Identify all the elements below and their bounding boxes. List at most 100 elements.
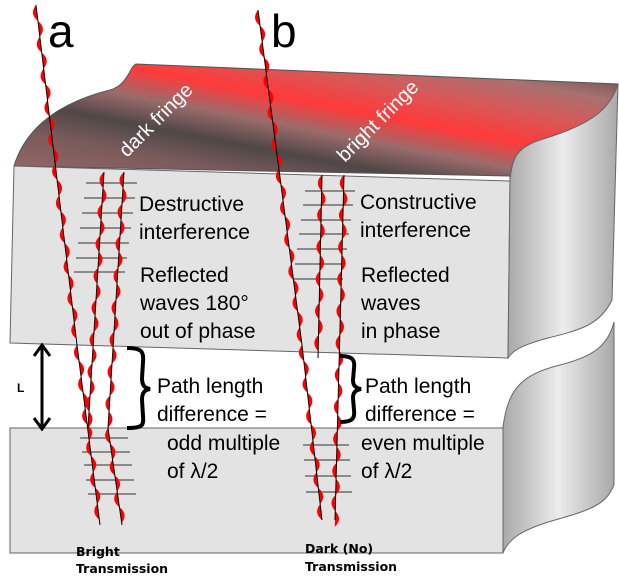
wave-lobe <box>259 41 265 58</box>
ray-b-incident <box>255 9 303 346</box>
wave-lobe <box>337 414 342 431</box>
wave-lobe <box>68 275 74 291</box>
wave-lobe <box>95 487 101 504</box>
wave-lobe <box>302 376 308 393</box>
wave-lobe <box>339 175 344 191</box>
ray-a-transmitted-2 <box>105 427 125 526</box>
wave-lobe <box>280 200 286 217</box>
wave-lobe <box>284 232 290 248</box>
wave-lobe <box>263 73 269 90</box>
wave-lobe <box>255 10 261 26</box>
wave-lobe <box>297 311 303 328</box>
wave-lobe <box>338 382 343 399</box>
wave-lobe <box>119 507 125 524</box>
wave-lobe <box>72 306 78 323</box>
wave-lobe <box>48 132 54 148</box>
ray-b-reflected-2 <box>331 174 348 527</box>
multiple-right-line1: even multiple <box>361 432 485 455</box>
dark-transmission-line1: Dark (No) <box>305 541 373 556</box>
wave-lobe <box>272 121 278 137</box>
right-path-brace <box>339 354 362 424</box>
bottom-plate-curl <box>502 321 615 554</box>
wave-lobe <box>90 471 96 488</box>
light-rays <box>32 4 348 527</box>
wave-lobe <box>337 270 342 287</box>
wave-lobe <box>82 408 88 425</box>
ray-a-reflected-2 <box>105 171 127 429</box>
wave-lobe <box>44 100 50 117</box>
wave-lobe <box>336 446 341 463</box>
wave-lobe <box>78 376 84 393</box>
wave-lobe <box>313 472 319 489</box>
wave-lobe <box>86 440 92 457</box>
reflected-left-line2: waves 180° <box>139 292 249 315</box>
wave-lobe <box>318 318 323 335</box>
ray-b-reflected-1 <box>314 174 326 359</box>
wave-lobe <box>293 279 299 296</box>
wave-lobe <box>49 116 55 133</box>
top-plate-curl <box>507 83 619 360</box>
wave-lobe <box>288 263 294 280</box>
wave-lobe <box>338 238 343 255</box>
reflected-right-line3: in phase <box>361 320 440 343</box>
wave-lobe <box>317 503 322 520</box>
wave-lobe <box>55 195 61 212</box>
multiple-right-line2: of λ/2 <box>361 460 412 483</box>
ray-axis <box>107 427 123 526</box>
path-left-line1: Path length <box>157 375 263 398</box>
wave-lobe <box>73 345 80 361</box>
wave-lobe <box>268 89 274 106</box>
wave-lobe <box>60 211 66 228</box>
wave-lobe <box>41 52 47 69</box>
wave-lobe <box>320 222 325 239</box>
ray-a-reflected-1 <box>85 171 107 429</box>
reflected-right-line2: waves <box>360 292 421 315</box>
wave-lobe <box>321 190 326 207</box>
wave-lobe <box>333 398 339 415</box>
left-path-brace <box>126 346 151 430</box>
constructive-label-line1: Constructive <box>360 191 477 214</box>
gap-length-arrow <box>32 342 52 432</box>
wave-lobe <box>334 366 339 383</box>
wave-lobe <box>334 510 340 527</box>
wave-lobe <box>331 494 336 511</box>
wave-lobe <box>87 424 93 441</box>
path-left-line2: difference = <box>157 403 267 426</box>
wave-lobe <box>306 408 312 425</box>
ray-axis <box>317 174 323 359</box>
wave-lobe <box>280 184 286 201</box>
wave-lobe <box>311 424 317 441</box>
wave-lobe <box>71 322 77 339</box>
gap-length-label: L <box>17 381 24 395</box>
wave-lobe <box>67 290 73 307</box>
wave-lobe <box>307 392 313 409</box>
ray-axis <box>334 174 345 521</box>
wave-lobe <box>296 327 302 344</box>
wave-lobe <box>340 286 345 303</box>
wave-lobe <box>45 84 51 101</box>
wave-lobe <box>315 270 320 287</box>
wave-lobe <box>63 259 69 276</box>
path-right-line1: Path length <box>365 375 471 398</box>
wave-lobe <box>275 168 281 185</box>
wave-lobe <box>335 334 340 351</box>
reflected-left-line3: out of phase <box>140 320 256 343</box>
wave-lobe <box>332 462 337 479</box>
wave-lobe <box>335 478 340 495</box>
wave-lobe <box>114 475 121 492</box>
wave-lobe <box>336 302 341 319</box>
path-right-line2: difference = <box>365 403 475 426</box>
wave-lobe <box>342 222 347 239</box>
wave-lobe <box>292 295 298 312</box>
wave-lobe <box>319 254 325 271</box>
constructive-label-line2: interference <box>360 219 471 242</box>
wave-lobe <box>32 5 38 21</box>
wave-lobe <box>317 175 322 191</box>
wave-lobe <box>59 227 65 244</box>
ray-axis <box>35 4 78 346</box>
wave-lobe <box>94 503 100 520</box>
wave-lobe <box>343 190 348 207</box>
destructive-label-line1: Destructive <box>139 193 244 216</box>
wave-lobe <box>341 254 346 271</box>
wave-lobe <box>314 456 320 473</box>
